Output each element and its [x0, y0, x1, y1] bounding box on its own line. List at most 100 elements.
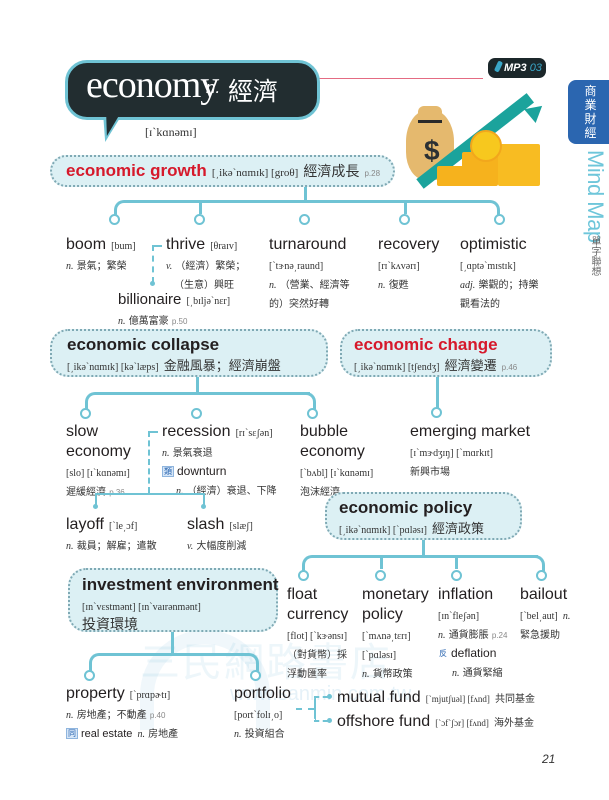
mp3-audio-button[interactable]: MP3 03 [488, 58, 546, 78]
economic-change-heading: economic change [͵ikəˋnɑmɪk] [tʃendʒ] 經濟… [354, 335, 518, 374]
entry-bailout: bailout [ˋbel͵aut] n. 緊急援助 [520, 586, 571, 641]
headword-zh: 經濟 [228, 77, 279, 106]
node-dot [194, 214, 205, 225]
connector [525, 555, 545, 571]
synonym-tag: 類 [162, 466, 174, 477]
connector [302, 555, 322, 571]
entry-optimistic: optimistic [͵ɑptəˋmɪstɪk] adj. 樂觀的；持樂 觀看… [460, 236, 539, 310]
category-tab[interactable]: 商業財經 [568, 80, 609, 144]
dashed-connector [148, 431, 158, 433]
node-dot [399, 214, 410, 225]
connector [239, 653, 259, 671]
dashed-connector [148, 431, 150, 493]
connector [404, 200, 407, 214]
headword-pos: n. [206, 78, 221, 97]
dashed-connector [203, 493, 205, 505]
bubble-investment-environment [68, 568, 278, 632]
dashed-connector [314, 696, 328, 698]
entry-recovery: recovery [rɪˋkʌvərɪ] n. 復甦 [378, 236, 440, 291]
connector [304, 187, 307, 201]
economic-growth-heading: economic growth [͵ikəˋnɑmɪk] [groθ] 經濟成長… [66, 161, 381, 180]
dollar-sign-icon: $ [424, 135, 440, 166]
connector [296, 392, 316, 409]
node-dot [191, 408, 202, 419]
headword-phonetic: [ɪˋkɑnəmɪ] [145, 125, 197, 139]
connector [171, 632, 174, 654]
entry-mutual-fund: mutual fund [ˋmjutʃuəl] [fʌnd] 共同基金 [337, 689, 536, 706]
node-dot [250, 670, 261, 681]
bubble-economic-growth [50, 155, 395, 187]
economic-collapse-heading: economic collapse [͵ikəˋnɑmɪk] [kəˋlæps]… [67, 335, 281, 374]
node-dot [494, 214, 505, 225]
bag-tie [418, 120, 442, 123]
node-dot [93, 504, 98, 509]
dashed-connector [95, 493, 97, 505]
headword: economy [86, 64, 219, 106]
node-dot [431, 407, 442, 418]
connector [89, 653, 109, 671]
connector [422, 540, 425, 556]
watermark-text: 三民網路書店 [140, 640, 392, 686]
economic-policy-heading: economic policy [͵ikəˋnɑmɪk] [ˋpɑləsɪ] 經… [339, 498, 485, 537]
connector [318, 555, 538, 558]
connector [114, 200, 134, 216]
dashed-connector [296, 708, 314, 710]
entry-emerging-market: emerging market [ɪˋmɝdʒɪŋ] [ˋmɑrkɪt] 新興市… [410, 423, 531, 478]
coin-icon [470, 130, 502, 162]
node-dot [109, 214, 120, 225]
node-dot [375, 570, 386, 581]
dashed-connector [314, 696, 316, 721]
connector [104, 653, 244, 656]
entry-portfolio: portfolio [portˋfolɪ͵o] n. 投資組合 [234, 685, 291, 740]
connector [436, 377, 439, 409]
connector [455, 555, 458, 569]
entry-float-currency: float currency [flot] [ˋkɝənsɪ] （對貨幣）採 浮… [287, 586, 349, 680]
synonym-tag: 同 [66, 728, 78, 739]
entry-slow-economy: slow economy [slo] [ɪˋkɑnəmɪ] 遲緩經濟 p.36 [66, 423, 131, 498]
node-dot [298, 570, 309, 581]
node-dot [536, 570, 547, 581]
node-dot [327, 718, 332, 723]
node-dot [327, 694, 332, 699]
node-dot [84, 670, 95, 681]
node-dot [451, 570, 462, 581]
entry-boom: boom [bum] n. 景氣；繁榮 [66, 236, 136, 272]
connector [196, 377, 199, 393]
connector [130, 200, 490, 203]
node-dot [150, 281, 155, 286]
antonym-tag: 反 [438, 649, 448, 658]
connector [85, 392, 105, 409]
mindmap-label: Mind Map [583, 150, 608, 243]
entry-bubble-economy: bubble economy [ˋbʌbl̩] [ɪˋkɑnəmɪ] 泡沫經濟 [300, 423, 374, 498]
page-number: 21 [542, 752, 556, 766]
node-dot [307, 408, 318, 419]
entry-billionaire: billionaire [͵bɪljəˋnɛr] n. 億萬富豪 p.50 [118, 291, 231, 327]
connector [380, 555, 383, 569]
bubble-economic-change [340, 329, 552, 377]
title-bubble [65, 60, 320, 120]
mindmap-sublabel: 單字聯想 [589, 236, 600, 276]
node-dot [80, 408, 91, 419]
bubble-economic-collapse [50, 329, 328, 377]
connector [100, 392, 310, 395]
dashed-connector [152, 245, 154, 283]
dashed-connector [314, 720, 328, 722]
investment-environment-heading: investment environment [ɪnˋvɛstmənt] [ɪn… [82, 575, 279, 633]
node-dot [299, 214, 310, 225]
watermark-url: www.sanmin.com.tw [230, 683, 412, 705]
header-rule [318, 78, 483, 79]
entry-thrive: thrive [θraɪv] v. （經濟）繁榮； （生意）興旺 [166, 236, 246, 291]
coin-stack [498, 144, 540, 186]
entry-offshore-fund: offshore fund [ˋɔfˋʃɔr] [fʌnd] 海外基金 [337, 713, 535, 730]
connector [199, 200, 202, 214]
audio-pen-icon [493, 60, 504, 73]
bubble-economic-policy [325, 492, 522, 540]
entry-slash: slash [slæʃ] v. 大幅度削減 [187, 516, 253, 552]
dashed-connector [95, 493, 205, 495]
node-dot [201, 504, 206, 509]
entry-layoff: layoff [ˋle͵ɔf] n. 裁員；解雇；遣散 [66, 516, 157, 552]
entry-turnaround: turnaround [ˋtɝnə͵raund] n. （營業、經濟等 的）突然… [269, 236, 350, 310]
